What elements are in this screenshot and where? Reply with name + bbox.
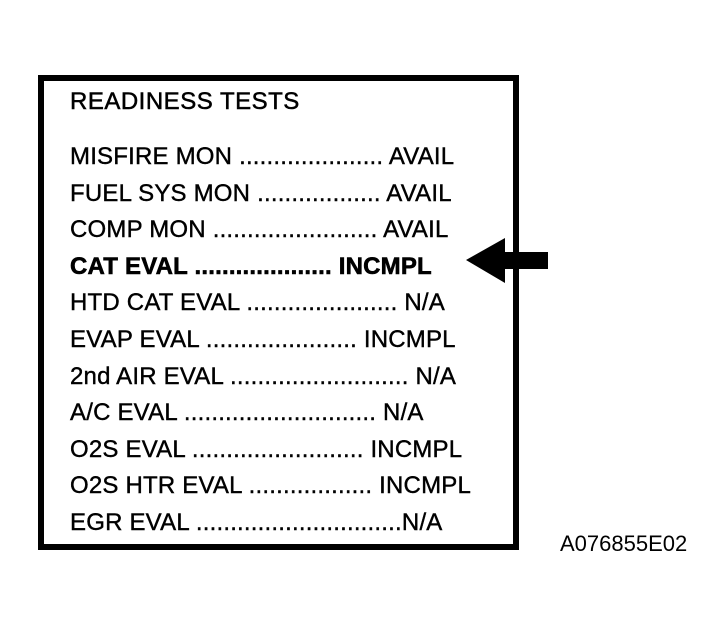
readiness-row-o2s-htr-eval: O2S HTR EVAL .................. INCMPL	[70, 468, 513, 505]
readiness-row-ac-eval: A/C EVAL ............................ N/…	[70, 395, 513, 432]
readiness-row-2nd-air-eval: 2nd AIR EVAL .......................... …	[70, 359, 513, 396]
leader-dots: ..............................	[188, 508, 402, 536]
row-value: INCMPL	[370, 435, 463, 463]
readiness-row-fuel-sys-mon: FUEL SYS MON .................. AVAIL	[70, 176, 513, 213]
figure-id: A076855E02	[560, 531, 688, 556]
row-label: FUEL SYS MON	[70, 179, 251, 207]
readiness-row-egr-eval: EGR EVAL ..............................N…	[70, 505, 513, 542]
row-value: N/A	[415, 362, 457, 390]
leader-dots: ..................	[250, 179, 387, 207]
row-label: MISFIRE MON	[70, 143, 233, 170]
readiness-tests-panel: READINESS TESTS MISFIRE MON ............…	[38, 75, 519, 550]
readiness-row-evap-eval: EVAP EVAL ...................... INCMPL	[70, 322, 513, 359]
leader-dots: ..................	[241, 472, 380, 500]
row-label: COMP MON	[70, 216, 206, 244]
readiness-row-misfire-mon: MISFIRE MON ..................... AVAIL	[70, 139, 513, 176]
row-value: AVAIL	[388, 143, 455, 170]
leader-dots: ..........................	[223, 362, 416, 390]
row-value: N/A	[383, 399, 424, 427]
leader-dots: ....................	[187, 252, 339, 280]
leader-dots: .....................	[232, 143, 389, 170]
panel-title: READINESS TESTS	[70, 88, 300, 115]
readiness-row-cat-eval: CAT EVAL .................... INCMPL	[70, 249, 513, 286]
readiness-row-list: MISFIRE MON ..................... AVAIL …	[70, 139, 513, 542]
row-value: AVAIL	[386, 179, 452, 207]
leader-dots: ......................	[239, 289, 405, 317]
row-value: INCMPL	[379, 472, 472, 500]
row-value: AVAIL	[383, 216, 449, 244]
row-label: O2S HTR EVAL	[70, 472, 242, 500]
readiness-row-o2s-eval: O2S EVAL ......................... INCMP…	[70, 432, 513, 469]
readiness-row-htd-cat-eval: HTD CAT EVAL ...................... N/A	[70, 285, 513, 322]
arrow-left-icon	[466, 238, 548, 283]
readiness-row-comp-mon: COMP MON ........................ AVAIL	[70, 212, 513, 249]
row-label: A/C EVAL	[70, 399, 177, 427]
row-value: INCMPL	[363, 325, 456, 353]
leader-dots: .........................	[185, 435, 371, 463]
leader-dots: ........................	[205, 216, 384, 244]
row-label: HTD CAT EVAL	[70, 289, 240, 317]
row-value: N/A	[404, 289, 445, 317]
leader-dots: ......................	[198, 325, 364, 353]
leader-dots: ............................	[176, 399, 384, 427]
row-label: EGR EVAL	[70, 508, 189, 536]
row-value: INCMPL	[338, 252, 432, 280]
row-value: N/A	[401, 508, 443, 536]
row-label: 2nd AIR EVAL	[70, 362, 224, 390]
row-label: O2S EVAL	[70, 435, 185, 463]
row-label: CAT EVAL	[70, 252, 188, 280]
row-label: EVAP EVAL	[70, 325, 199, 353]
